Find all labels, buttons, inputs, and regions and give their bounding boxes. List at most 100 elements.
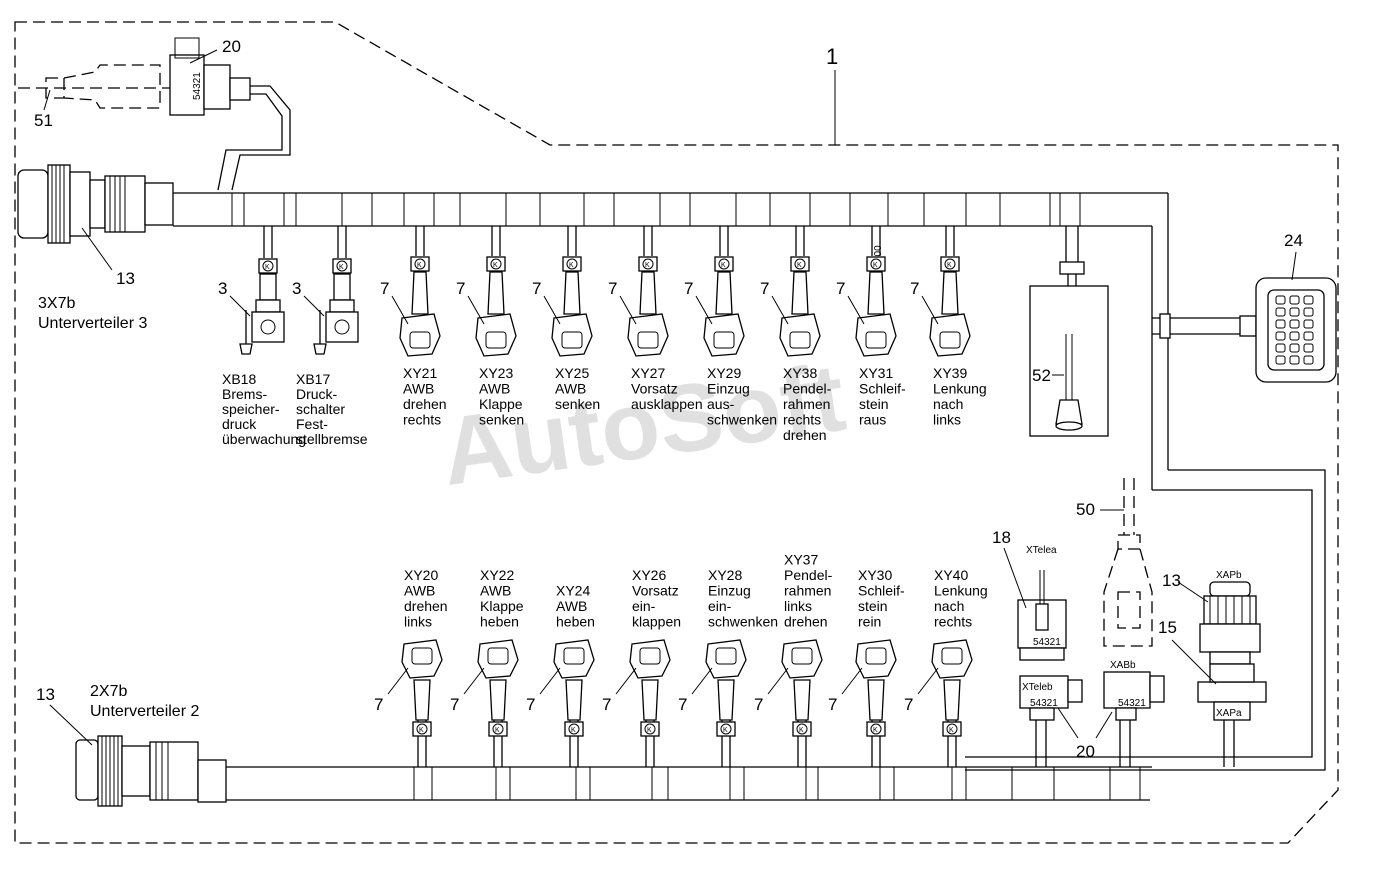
valve-label-line: links [404, 614, 432, 630]
top-harness [173, 192, 1326, 771]
distributor-3x7b [17, 164, 174, 244]
ref-harness-50: 50 [1076, 500, 1095, 519]
valve-label-line: rechts [403, 412, 441, 428]
svg-text:K: K [723, 727, 728, 734]
valve-label-line: aus- [707, 396, 735, 412]
ref-valve-bottom-7: 7 [828, 695, 837, 714]
ref-valve-top-3: 7 [532, 279, 541, 298]
valve-label-line: ein- [632, 598, 656, 614]
valve-label-line: XY30 [858, 567, 892, 583]
valve-label-line: nach [934, 598, 964, 614]
ref-sensor-2: 3 [292, 279, 301, 298]
k-marker-icon: K [640, 721, 660, 737]
svg-text:K: K [797, 262, 802, 269]
svg-text:K: K [419, 727, 424, 734]
valve-label-line: XY25 [555, 365, 589, 381]
k-marker-icon: K [716, 721, 736, 737]
k-marker-icon: K [638, 256, 658, 272]
svg-text:K: K [873, 262, 878, 269]
xapb-label: XAPb [1216, 570, 1242, 581]
valve-label-line: Lenkung [933, 381, 987, 397]
top-harness-ticks [231, 193, 1081, 226]
distributor-3x7b-line1: 3X7b [38, 295, 75, 312]
ref-valve-top-2: 7 [456, 279, 465, 298]
ref-valve-top-7: 7 [836, 279, 845, 298]
ref-sensor-1: 3 [218, 279, 227, 298]
valve-label-line: stein [859, 396, 889, 412]
k-marker-icon: K [488, 721, 508, 737]
valve-label-line: links [784, 598, 812, 614]
ref-xapb: 13 [1162, 571, 1181, 590]
ref-relay-20-top: 20 [222, 37, 241, 56]
k-marker-icon: K [940, 256, 960, 272]
valve-label-line: ausklappen [631, 396, 703, 412]
ref-relays-20-bottom: 20 [1076, 742, 1095, 761]
valve-label-line: Pendel- [783, 381, 832, 397]
bottom-harness [226, 766, 1152, 801]
valve-label-line: Pendel- [784, 567, 833, 583]
valve-label-line: heben [480, 614, 519, 630]
xteleb-label: XTeleb [1022, 682, 1053, 693]
distributor-2x7b-line1: 2X7b [90, 683, 127, 700]
relay-20-top: 54321 [18, 37, 291, 191]
ref-valve-bottom-1: 7 [374, 695, 383, 714]
valve-label-line: XY23 [479, 365, 513, 381]
valve-label-line: XY38 [783, 365, 817, 381]
sensor-label-line: Druck- [296, 386, 338, 402]
k-marker-icon: K [332, 258, 352, 274]
valve-label-line: AWB [403, 381, 434, 397]
valve-label-line: AWB [479, 381, 510, 397]
k-marker-icon: K [258, 258, 278, 274]
xteleb-pins: 54321 [1030, 698, 1058, 709]
valve-label-line: rechts [934, 614, 972, 630]
valve-label-line: klappen [632, 614, 681, 630]
ref-connector-24: 24 [1284, 231, 1303, 250]
valve-label-line: ein- [708, 598, 732, 614]
valve-label-line: Schleif- [859, 381, 906, 397]
svg-text:K: K [571, 727, 576, 734]
distributor-2x7b [75, 735, 227, 807]
relay-xteleb [1019, 675, 1083, 767]
k-marker-icon: K [412, 721, 432, 737]
valve-label-line: AWB [404, 583, 435, 599]
ref-valve-top-8: 7 [910, 279, 919, 298]
valve-label-line: senken [479, 412, 524, 428]
connector-24 [1255, 277, 1337, 383]
bottom-harness-ticks [413, 767, 1141, 800]
valve-label-line: XY39 [933, 365, 967, 381]
xapa-label: XAPa [1216, 708, 1242, 719]
ref-distributor-2x7b: 13 [36, 685, 55, 704]
svg-text:K: K [417, 262, 422, 269]
ref-distributor-3x7b: 13 [116, 269, 135, 288]
valve-label-line: Vorsatz [631, 381, 678, 397]
valve-label-line: Klappe [479, 396, 523, 412]
valve-label-line: Einzug [708, 583, 751, 599]
sensor-label-line: Brems- [222, 386, 267, 402]
k-marker-icon: K [942, 721, 962, 737]
marker-400: 400 [873, 245, 884, 262]
valve-label-line: XY40 [934, 567, 968, 583]
ref-valve-bottom-2: 7 [450, 695, 459, 714]
box-52 [1029, 285, 1109, 437]
svg-text:54321: 54321 [192, 72, 203, 100]
distributor-3x7b-line2: Unterverteiler 3 [38, 315, 147, 332]
sensor-label-line: Fest- [296, 416, 328, 432]
k-marker-icon: K [790, 256, 810, 272]
k-marker-icon: K [410, 256, 430, 272]
connector-xapa [1197, 663, 1267, 767]
valve-label-line: AWB [556, 598, 587, 614]
k-marker-icon: K [486, 256, 506, 272]
